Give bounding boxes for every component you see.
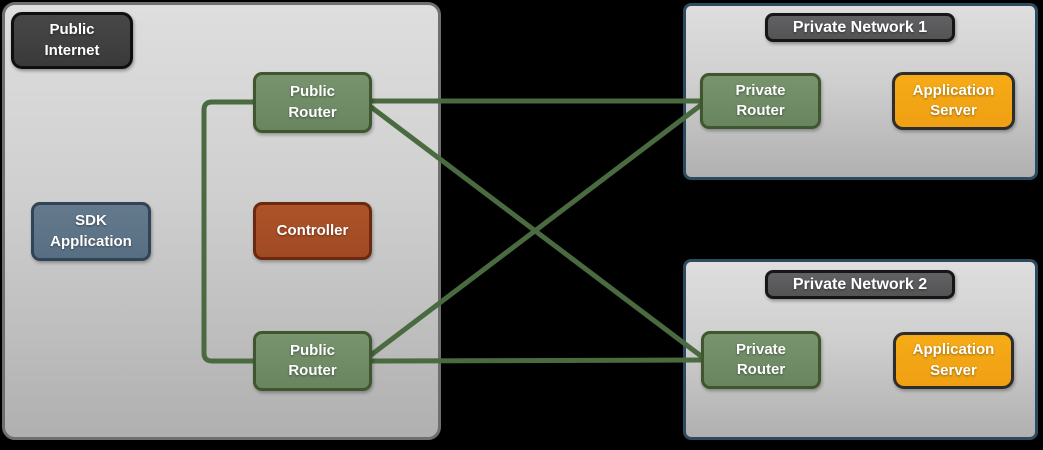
application-server-1-node: Application Server (892, 72, 1015, 130)
private-network-1-label: Private Network 1 (765, 13, 955, 42)
public-router-top-node: Public Router (253, 72, 372, 133)
public-internet-label: Public Internet (11, 12, 133, 69)
public-router-bottom-node: Public Router (253, 331, 372, 391)
private-network-2-label: Private Network 2 (765, 270, 955, 299)
controller-node: Controller (253, 202, 372, 260)
private-router-2-node: Private Router (701, 331, 821, 389)
private-router-1-node: Private Router (700, 73, 821, 129)
application-server-2-node: Application Server (893, 332, 1014, 389)
sdk-application-node: SDK Application (31, 202, 151, 261)
